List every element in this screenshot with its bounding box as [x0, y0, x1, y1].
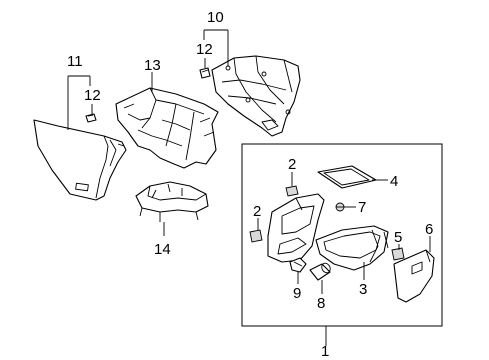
callout-1: 1: [321, 343, 329, 360]
callout-13: 13: [144, 57, 161, 74]
outlet-8: [309, 262, 331, 281]
knob-7: [335, 202, 345, 212]
callout-7: 7: [358, 199, 366, 216]
callout-9: 9: [293, 285, 301, 302]
callout-6: 6: [425, 221, 433, 238]
callout-12-top: 12: [196, 41, 213, 58]
callout-5: 5: [394, 229, 402, 246]
clip-5: [391, 247, 405, 261]
socket-9: [289, 257, 307, 273]
side-panel-11: [33, 119, 127, 201]
tray-3: [315, 225, 389, 271]
callout-8: 8: [317, 295, 325, 312]
callout-2-left: 2: [253, 203, 261, 220]
callout-3: 3: [359, 281, 367, 298]
clip-12-left: [85, 113, 97, 123]
rear-panel-10: [211, 55, 301, 137]
callout-2-top: 2: [288, 156, 296, 173]
bracket-14: [135, 181, 209, 222]
callout-10: 10: [207, 9, 224, 26]
clip-2-left: [249, 229, 263, 243]
bezel-panel: [267, 193, 325, 263]
inset-box-1: [241, 143, 443, 327]
clip-12-top: [199, 67, 211, 79]
callout-14: 14: [154, 241, 171, 258]
leader-lines: [67, 29, 431, 346]
callout-11: 11: [67, 53, 83, 70]
clip-2-top: [285, 185, 299, 197]
cover-6: [393, 249, 435, 303]
callout-4: 4: [390, 173, 398, 190]
callout-12-left: 12: [84, 87, 101, 104]
lid-4: [317, 165, 377, 189]
console-box-13: [115, 87, 219, 169]
